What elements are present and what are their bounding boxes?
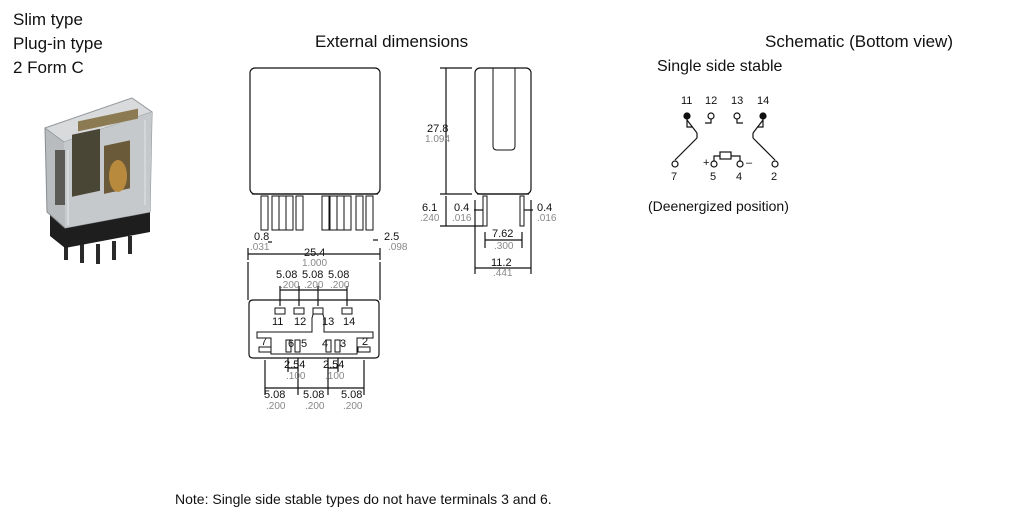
dim-height-mm: 27.8 <box>427 123 448 135</box>
side-view <box>440 67 533 274</box>
dim-pin-length-mm: 6.1 <box>422 202 437 214</box>
dim-side-pitch-in: .300 <box>494 241 514 252</box>
dim-pin-thickness2-in: .016 <box>537 213 557 224</box>
product-type-block: Slim type Plug-in type 2 Form C <box>13 8 103 80</box>
front-view <box>247 67 381 260</box>
dim-bot-pitch1-mm: 5.08 <box>264 389 285 401</box>
dim-width-in: 1.000 <box>302 258 327 269</box>
footprint-pin-4: 4 <box>322 338 328 350</box>
schematic-title: Schematic (Bottom view) <box>765 32 953 51</box>
relay-photo <box>43 97 154 264</box>
schematic-pin-12: 12 <box>705 95 717 107</box>
dim-top-pitch2-in: .200 <box>304 280 324 291</box>
dim-bot-pitch2-mm: 5.08 <box>303 389 324 401</box>
front-view-pins <box>260 195 374 231</box>
schematic-coil-plus: + <box>703 157 709 169</box>
dim-top-pitch2-mm: 5.08 <box>302 269 323 281</box>
schematic-pin-14: 14 <box>757 95 769 107</box>
dim-pin-gap-mm: 2.5 <box>384 231 399 243</box>
footprint-pin-11: 11 <box>272 316 283 328</box>
product-type-plugin: Plug-in type <box>13 34 103 53</box>
schematic-pin-7: 7 <box>671 171 677 183</box>
dim-depth-mm: 11.2 <box>491 257 512 269</box>
dim-side-pitch-mm: 7.62 <box>492 228 513 240</box>
footprint-pin-6: 6 <box>288 338 294 350</box>
footprint-pin-3: 3 <box>340 338 346 350</box>
dim-bot-pitch3-in: .200 <box>343 401 363 412</box>
dim-bot-pitch2-in: .200 <box>305 401 325 412</box>
dim-width-mm: 25.4 <box>304 247 325 259</box>
schematic-pin-4: 4 <box>736 171 742 183</box>
dim-top-pitch1-in: .200 <box>280 280 300 291</box>
side-view-body <box>474 67 532 195</box>
dim-mid-pitch1-mm: 2.54 <box>284 359 305 371</box>
dim-mid-pitch2-in: .100 <box>325 371 345 382</box>
footprint-pin-7: 7 <box>261 336 267 348</box>
front-view-body <box>249 67 381 195</box>
schematic-pin-13: 13 <box>731 95 743 107</box>
dim-top-pitch1-mm: 5.08 <box>276 269 297 281</box>
product-type-form: 2 Form C <box>13 58 84 77</box>
dim-bot-pitch1-in: .200 <box>266 401 286 412</box>
schematic-diagram <box>671 112 779 168</box>
dim-bot-pitch3-mm: 5.08 <box>341 389 362 401</box>
product-type-slim: Slim type <box>13 10 83 29</box>
schematic-pin-11: 11 <box>681 95 692 107</box>
dim-height-in: 1.094 <box>425 134 450 145</box>
footprint-view <box>247 262 381 395</box>
schematic-coil-minus: – <box>746 157 753 169</box>
schematic-state-caption: (Deenergized position) <box>648 198 789 214</box>
schematic-pin-5: 5 <box>710 171 716 183</box>
dim-depth-in: .441 <box>493 268 513 279</box>
dim-pin-length-in: .240 <box>420 213 440 224</box>
footprint-pin-14: 14 <box>343 316 355 328</box>
dim-top-pitch3-mm: 5.08 <box>328 269 349 281</box>
schematic-subtitle: Single side stable <box>657 58 783 75</box>
footnote: Note: Single side stable types do not ha… <box>175 491 552 507</box>
dim-pin-gap-in: .098 <box>388 242 408 253</box>
dim-top-pitch3-in: .200 <box>330 280 350 291</box>
dim-pin-width-mm: 0.8 <box>254 231 269 243</box>
dim-mid-pitch1-in: .100 <box>286 371 306 382</box>
dim-mid-pitch2-mm: 2.54 <box>323 359 344 371</box>
dim-pin-thickness2-mm: 0.4 <box>537 202 552 214</box>
dim-pin-thickness-mm: 0.4 <box>454 202 469 214</box>
footprint-pin-5: 5 <box>301 338 307 350</box>
dim-pin-thickness-in: .016 <box>452 213 472 224</box>
footprint-pin-2: 2 <box>362 336 368 348</box>
footprint-pin-12: 12 <box>294 316 306 328</box>
schematic-pin-2: 2 <box>771 171 777 183</box>
external-dimensions-title: External dimensions <box>315 32 469 51</box>
footprint-pin-13: 13 <box>322 316 334 328</box>
dim-pin-width-in: .031 <box>250 242 270 253</box>
